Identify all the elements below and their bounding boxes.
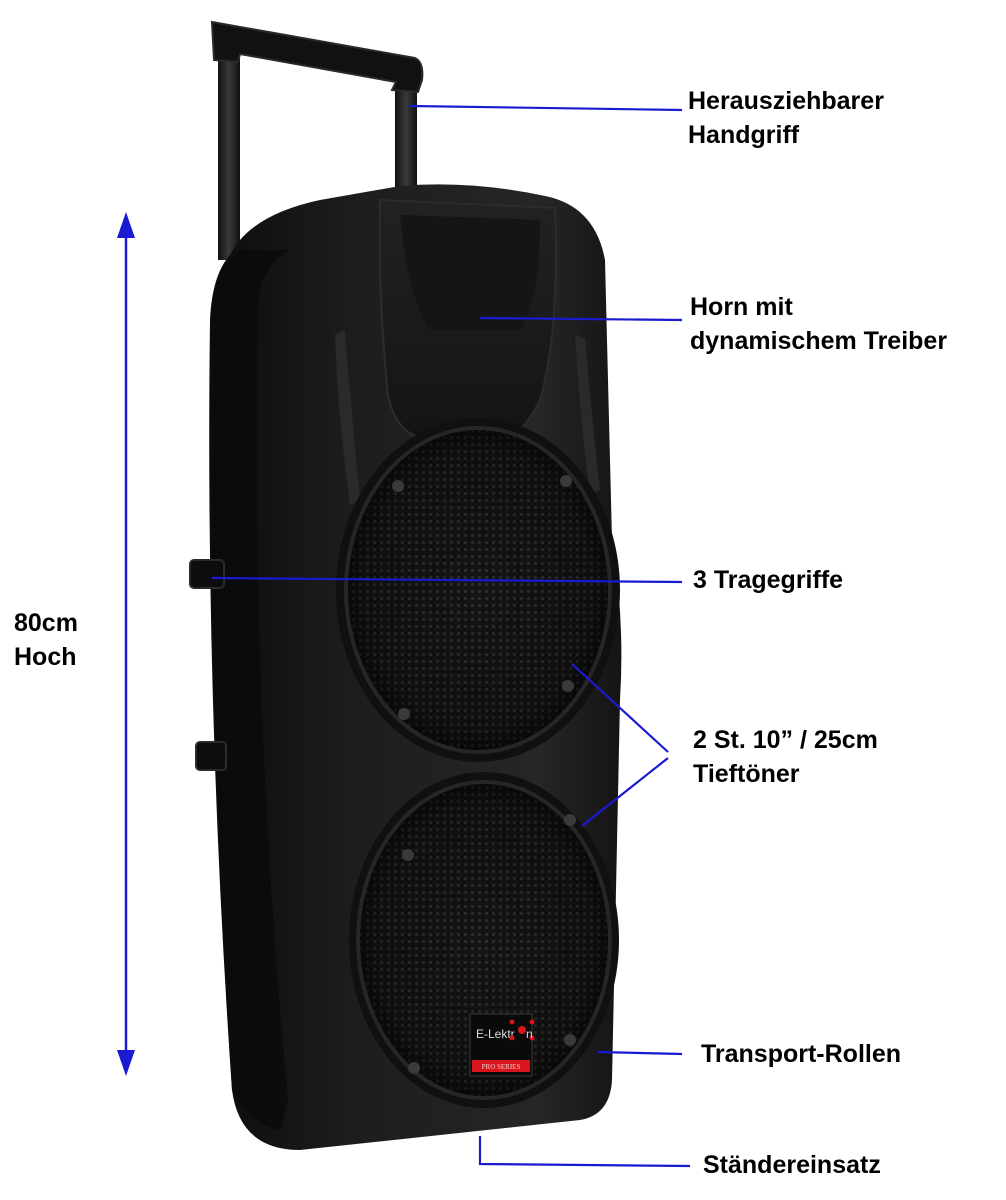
label-transport-wheels: Transport-Rollen — [701, 1037, 901, 1071]
brand-badge: E-Lektr n PRO SERIES — [469, 1013, 535, 1077]
arrow-up-icon — [117, 212, 135, 238]
horn-leader — [479, 316, 683, 322]
stand-leader — [478, 1136, 691, 1168]
label-height-line1: 80cm — [14, 609, 78, 637]
telescopic-handle — [210, 20, 424, 260]
badge-brand-text: E-Lektr — [476, 1027, 515, 1041]
arrow-down-icon — [117, 1050, 135, 1076]
label-horn-driver: Horn mit dynamischem Treiber — [690, 290, 947, 358]
label-horn-driver-line1: Horn mit — [690, 293, 793, 321]
label-carry-grips-text: 3 Tragegriffe — [693, 566, 844, 594]
lower-woofer-grille — [356, 780, 612, 1100]
label-pullout-handle: Herausziehbarer Handgriff — [688, 84, 884, 152]
label-height-line2: Hoch — [14, 643, 77, 671]
handle-leader — [409, 104, 683, 112]
height-dimension-arrow — [117, 212, 135, 1076]
annotation-lines — [211, 104, 691, 1168]
badge-series-text: PRO SERIES — [482, 1063, 521, 1071]
label-woofers-line1: 2 St. 10” / 25cm — [693, 726, 878, 754]
woofer-leader-lower — [581, 757, 669, 827]
label-woofers: 2 St. 10” / 25cm Tieftöner — [693, 723, 878, 791]
label-transport-wheels-text: Transport-Rollen — [701, 1040, 902, 1068]
label-horn-driver-line2: dynamischem Treiber — [690, 327, 948, 355]
wheels-leader — [597, 1050, 683, 1056]
label-carry-grips: 3 Tragegriffe — [693, 563, 843, 597]
grips-leader — [211, 576, 683, 584]
woofer-leader-upper — [571, 663, 669, 753]
label-pullout-handle-line1: Herausziehbarer — [688, 87, 884, 115]
label-pullout-handle-line2: Handgriff — [688, 121, 800, 149]
label-stand-mount: Ständereinsatz — [703, 1148, 881, 1182]
badge-brand-end: n — [526, 1027, 533, 1041]
badge-logo-icon — [509, 1019, 535, 1041]
upper-woofer-grille — [344, 426, 612, 754]
label-height: 80cm Hoch — [14, 606, 78, 674]
label-stand-mount-text: Ständereinsatz — [703, 1151, 881, 1179]
label-woofers-line2: Tieftöner — [693, 760, 800, 788]
